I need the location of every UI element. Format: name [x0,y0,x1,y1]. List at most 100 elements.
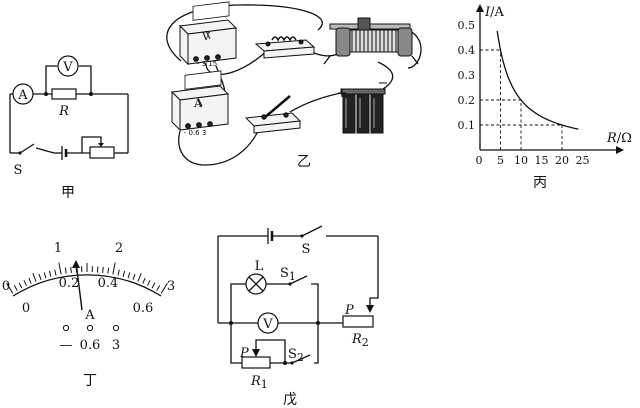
wire-voltmeter-resistor [205,49,269,76]
switch2-letter: S [288,347,297,362]
x-axis-arrow [616,146,624,154]
dial-tick [54,269,57,276]
switch1-sub: 1 [289,270,296,283]
terminal-label-minus: — [60,338,73,353]
caption-jia: 甲 [61,185,75,201]
y-axis-arrow [476,4,484,12]
dial-bottom-label-1: 0.2 [59,276,80,291]
rheostat-r1: P R1 [239,339,286,391]
dial-tick [38,273,42,280]
rheostat-device [323,17,419,65]
voltmeter-terminal-labels: - 3 15 [197,60,217,68]
battery-jia [61,146,68,160]
switch-jia [18,143,35,155]
dial-tick [43,272,47,279]
dial-tick [142,277,146,284]
dial-ding: 0 1 2 3 0 0.2 0.4 0.6 A — 0.6 3 丁 [2,241,175,389]
ammeter-face-label: A [193,97,203,110]
switch-label: S [14,163,23,178]
x-tick-label: 5 [497,154,504,167]
circuit-wu: S P L S1 V R2 [217,225,379,408]
x-tick-label: 10 [514,154,528,167]
dial-top-label-1: 1 [54,241,62,256]
wire-rheostat-right [407,29,422,69]
switch2-wu [290,354,311,365]
dial-bottom-label-2: 0.4 [98,276,119,291]
apparatus-yi: V - 3 15 [166,1,422,170]
dial-tick [28,277,32,284]
resistor-jia: R [51,88,77,119]
rheostat-r2: R2 [342,315,374,349]
switch-wu [300,225,323,238]
y-tick-label: 0.3 [458,69,476,82]
y-axis-unit: /A [490,5,504,20]
dial-pointer [72,260,83,311]
switch2-label: S2 [288,347,304,364]
dial-tick [137,273,142,282]
slider-p2-label: P [344,303,354,318]
terminal-06 [86,324,94,332]
dial-tick [147,280,151,286]
dial-top-label-0: 0 [2,279,10,294]
dial-unit: A [84,308,95,323]
dial-tick [160,282,168,294]
switch-wu-label: S [302,242,311,257]
terminal-label-3: 3 [112,338,120,353]
ammeter-label: A [17,88,28,103]
r1-letter: R [250,374,261,389]
y-axis-label: I/A [484,5,505,20]
knife-switch [244,95,302,134]
caption-wu: 戊 [283,392,297,408]
dial-tick [96,266,99,273]
dial-tick [132,273,136,280]
ammeter-device: A - 0.6 3 [170,70,230,137]
x-tick-label: 20 [555,154,569,167]
dial-top-label-3: 3 [167,279,175,294]
dial-top-label-2: 2 [115,241,123,256]
ammeter-terminal-labels: - 0.6 3 [184,129,207,137]
r2-letter: R [351,332,362,347]
dial-tick [64,267,67,274]
dial-tick [70,266,72,273]
voltmeter-wu-label: V [262,317,273,332]
resistor-label: R [58,104,69,119]
dial-tick [102,266,104,273]
x-axis-unit: /Ω [617,131,632,146]
dial-tick [151,282,156,289]
y-tick-label: 0.5 [458,19,476,32]
dial-tick [112,262,116,275]
dial-tick [13,285,18,291]
y-tick-label: 0.1 [458,119,476,132]
voltmeter-jia: V [44,55,93,96]
lamp-wu: L [245,259,267,295]
y-tick-label: 0.2 [458,94,476,107]
battery-plus: + [337,86,348,101]
slider-p1-label: P [239,346,249,361]
x-tick-label: 15 [535,154,549,167]
circuit-jia: A R V S 甲 [9,55,129,201]
chart-guides [480,49,563,150]
dial-tick [6,282,14,294]
dial-tick [18,282,23,289]
switch1-letter: S [280,266,289,281]
r2-label: R2 [351,332,369,349]
dial-arc [12,274,162,297]
dial-bottom-label-3: 0.6 [133,301,154,316]
dial-tick [58,262,62,275]
terminal-3 [112,324,120,332]
switch1-wu [288,275,308,286]
battery-minus: − [378,76,389,91]
voltmeter-face-label: V [201,30,211,43]
dial-tick [127,272,131,279]
x-axis-var: R [606,131,617,146]
y-tick-label: 0.4 [458,44,476,57]
voltmeter-wu: V [257,312,279,334]
y-axis-var: I [484,5,491,20]
rheostat-jia [81,136,115,159]
switch2-sub: 2 [297,351,304,364]
caption-yi: 乙 [297,154,311,170]
voltmeter-device: V - 3 15 [178,1,238,68]
dial-tick [122,270,126,277]
